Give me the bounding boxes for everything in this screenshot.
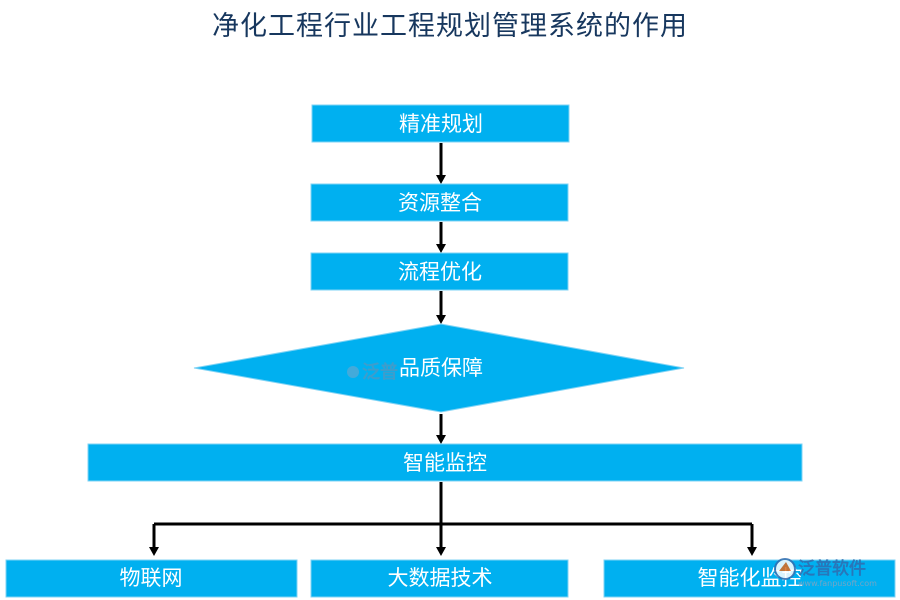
node-step3: 流程优化 [310, 252, 569, 291]
brand-watermark: 泛普软件 www.fanpusoft.com [774, 558, 877, 588]
arrowhead-step2-step3 [436, 244, 446, 253]
node-branch2-label: 大数据技术 [388, 566, 493, 590]
brand-watermark-text: 泛普软件 [798, 558, 866, 579]
brand-logo-mark [779, 562, 791, 571]
node-step2-label: 资源整合 [398, 191, 482, 215]
arrowhead-step3-step4 [436, 315, 446, 324]
node-step5: 智能监控 [87, 443, 803, 482]
center-watermark: 泛普 [347, 361, 398, 383]
arrowhead-branch-right [747, 547, 757, 556]
node-branch1-label: 物联网 [120, 566, 183, 590]
arrowhead-branch-middle [436, 547, 446, 556]
arrowhead-branch-left [149, 547, 159, 556]
brand-watermark-site: www.fanpusoft.com [798, 579, 877, 588]
node-step4: 泛普 品质保障 [193, 323, 685, 413]
node-step1: 精准规划 [311, 104, 570, 143]
connectors [149, 143, 757, 556]
node-step4-label: 品质保障 [399, 356, 483, 380]
node-step2: 资源整合 [310, 183, 569, 222]
node-step3-label: 流程优化 [398, 260, 482, 284]
arrowhead-step4-step5 [436, 435, 446, 444]
node-branch1: 物联网 [5, 559, 298, 598]
node-step5-label: 智能监控 [403, 451, 487, 475]
page-title: 净化工程行业工程规划管理系统的作用 [212, 11, 688, 42]
arrowhead-step1-step2 [436, 175, 446, 184]
node-branch2: 大数据技术 [310, 559, 569, 598]
node-step1-label: 精准规划 [399, 112, 483, 136]
center-watermark-text: 泛普 [362, 361, 398, 383]
watermark-logo-icon [347, 366, 359, 378]
